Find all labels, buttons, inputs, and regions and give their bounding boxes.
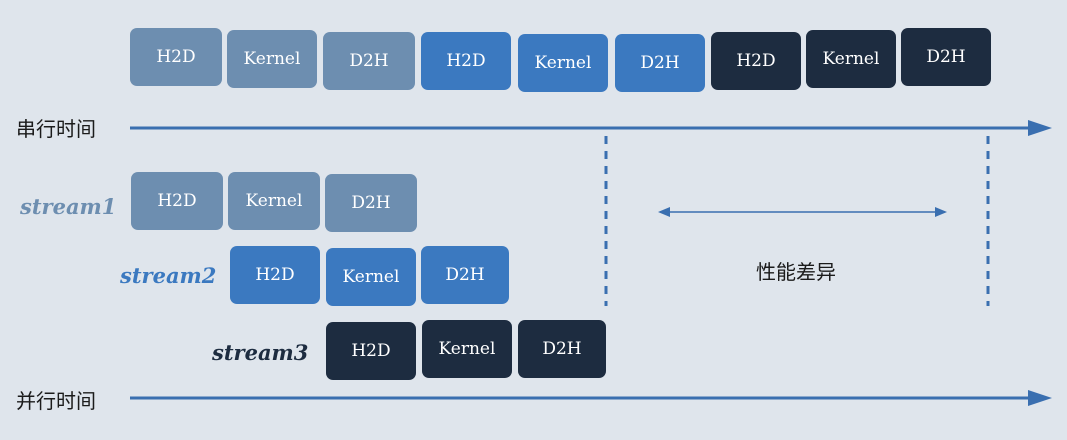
serial-block-d2h-3: D2H	[901, 28, 991, 86]
performance-difference-label: 性能差异	[756, 260, 836, 284]
stream2-label: stream2	[120, 263, 217, 288]
stream2-block-kernel: Kernel	[326, 248, 416, 306]
stream2-block-d2h: D2H	[421, 246, 509, 304]
stream3-block-h2d: H2D	[326, 322, 416, 380]
serial-block-d2h-2: D2H	[615, 34, 705, 92]
stream3-block-d2h: D2H	[518, 320, 606, 378]
stream1-block-d2h: D2H	[325, 174, 417, 232]
stream1-block-kernel: Kernel	[228, 172, 320, 230]
serial-block-kernel-1: Kernel	[227, 30, 317, 88]
serial-block-d2h-1: D2H	[323, 32, 415, 90]
stream1-label: stream1	[20, 194, 117, 219]
serial-block-h2d-1: H2D	[130, 28, 222, 86]
stream1-block-h2d: H2D	[131, 172, 223, 230]
serial-time-label: 串行时间	[16, 117, 96, 141]
serial-block-kernel-2: Kernel	[518, 34, 608, 92]
stream3-block-kernel: Kernel	[422, 320, 512, 378]
stream2-block-h2d: H2D	[230, 246, 320, 304]
serial-axis-arrowhead	[1028, 120, 1052, 136]
serial-block-h2d-2: H2D	[421, 32, 511, 90]
stream3-label: stream3	[212, 340, 309, 365]
serial-block-h2d-3: H2D	[711, 32, 801, 90]
parallel-axis-arrowhead	[1028, 390, 1052, 406]
parallel-time-label: 并行时间	[16, 389, 96, 413]
serial-block-kernel-3: Kernel	[806, 30, 896, 88]
